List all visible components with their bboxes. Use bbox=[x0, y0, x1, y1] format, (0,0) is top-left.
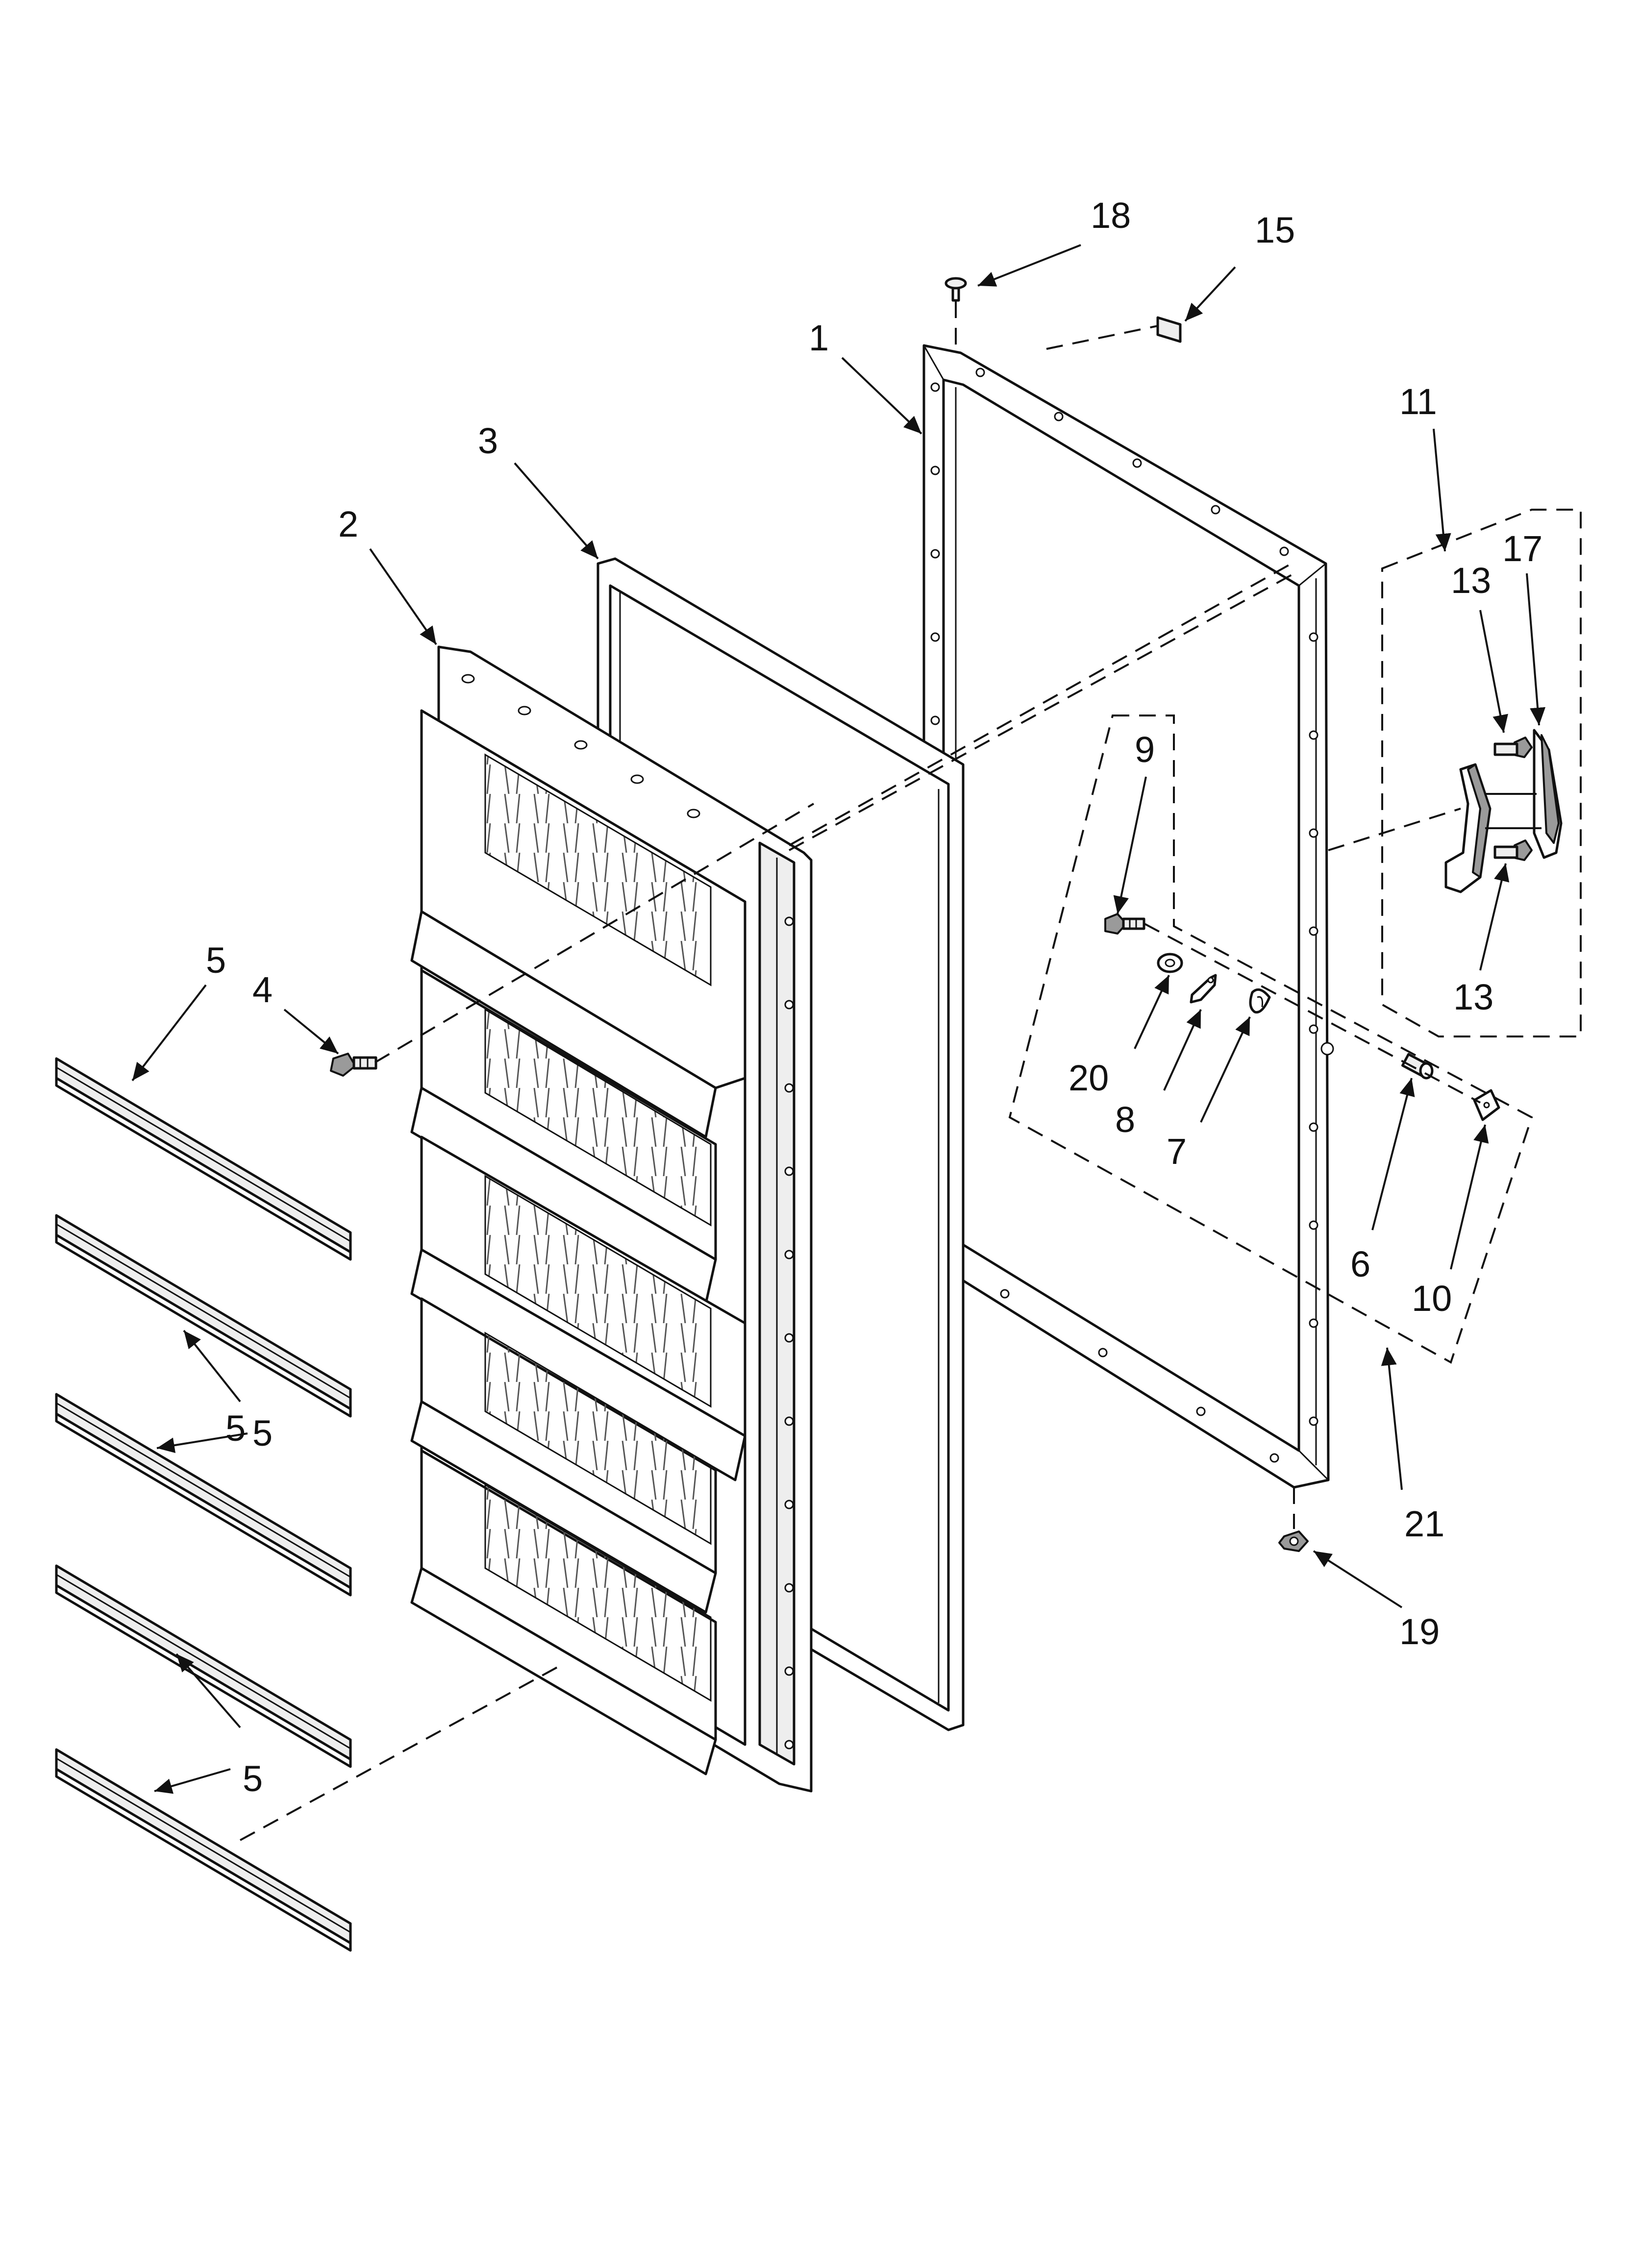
clip-15 bbox=[1156, 316, 1182, 343]
callout-6: 6 bbox=[1350, 1244, 1370, 1284]
trim-strip-5 bbox=[55, 1748, 352, 1952]
callout-19: 19 bbox=[1399, 1611, 1440, 1652]
assembly-lines bbox=[240, 301, 1481, 1841]
inner-door-liner bbox=[410, 645, 813, 1793]
door-shelves bbox=[410, 709, 746, 1775]
callout-2: 2 bbox=[338, 504, 358, 544]
callout-1: 1 bbox=[809, 318, 829, 358]
screw-4 bbox=[330, 1053, 377, 1077]
callout-3: 3 bbox=[478, 420, 498, 461]
washer-20 bbox=[1157, 953, 1183, 973]
leader-lines bbox=[131, 244, 1546, 1794]
latch-assembly-21 bbox=[1008, 715, 1533, 1364]
trim-strip-3 bbox=[55, 1393, 352, 1597]
callout-17: 17 bbox=[1502, 528, 1542, 569]
callout-18: 18 bbox=[1091, 195, 1131, 236]
callout-5d: 5 bbox=[243, 1758, 263, 1799]
callout-11: 11 bbox=[1399, 381, 1437, 422]
callout-5c: 5 bbox=[252, 1413, 273, 1454]
hinge-assembly-11 bbox=[1381, 509, 1582, 1037]
trim-strip-1 bbox=[55, 1057, 352, 1261]
hinge-screw-13-top bbox=[1493, 737, 1533, 758]
trim-strips bbox=[55, 1057, 352, 1952]
callout-4: 4 bbox=[252, 969, 273, 1010]
callout-21: 21 bbox=[1404, 1504, 1444, 1544]
callout-13a: 13 bbox=[1451, 560, 1491, 601]
strike-10 bbox=[1473, 1089, 1500, 1121]
trim-strip-4 bbox=[55, 1564, 352, 1768]
screw-18 bbox=[945, 277, 967, 302]
latch-8 bbox=[1190, 974, 1217, 1004]
liner-flange-holes bbox=[461, 674, 794, 1750]
hinge-screw-13-bottom bbox=[1493, 839, 1533, 861]
callout-labels: 1 2 3 4 5 5 5 5 6 7 8 9 10 11 13 13 15 1… bbox=[206, 195, 1542, 1799]
callout-15: 15 bbox=[1255, 210, 1295, 250]
pin-6 bbox=[1401, 1053, 1434, 1080]
callout-9: 9 bbox=[1135, 729, 1155, 770]
callout-5a: 5 bbox=[206, 940, 226, 981]
callout-13b: 13 bbox=[1453, 977, 1493, 1017]
spring-7 bbox=[1249, 988, 1271, 1014]
door-outer-frame bbox=[922, 344, 1334, 1489]
callout-5b: 5 bbox=[225, 1408, 246, 1449]
trim-strip-2 bbox=[55, 1214, 352, 1418]
bolt-9 bbox=[1104, 913, 1145, 935]
hinge-bracket bbox=[1444, 729, 1563, 893]
nut-19 bbox=[1278, 1530, 1309, 1552]
callout-10: 10 bbox=[1412, 1278, 1452, 1319]
callout-7: 7 bbox=[1167, 1131, 1187, 1172]
callout-20: 20 bbox=[1069, 1058, 1109, 1098]
callout-8: 8 bbox=[1115, 1099, 1135, 1140]
